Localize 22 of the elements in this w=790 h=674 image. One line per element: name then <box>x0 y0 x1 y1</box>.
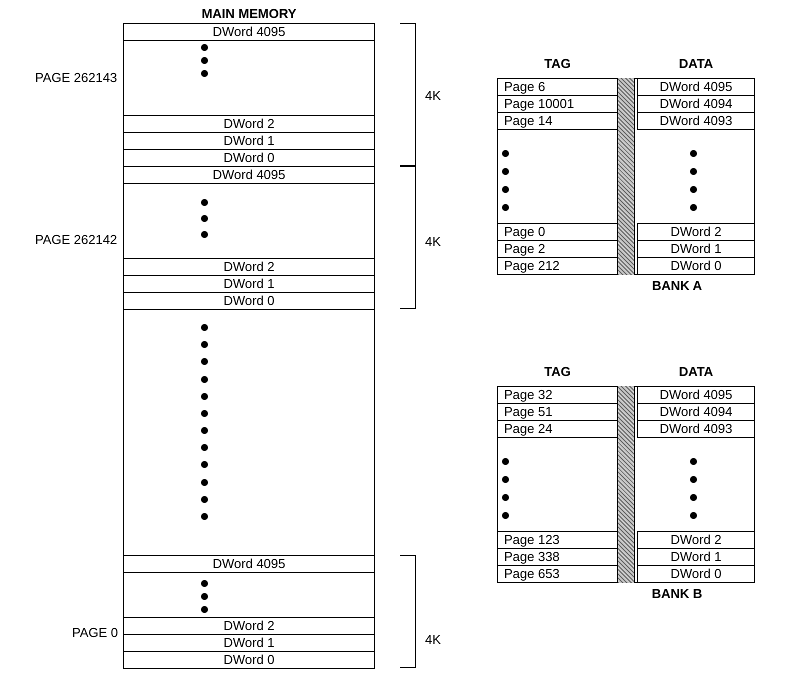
memory-cell: Page 123 <box>497 531 618 549</box>
column-header: TAG <box>543 364 572 380</box>
page-label: PAGE 0 <box>72 625 118 641</box>
valid-bit-column <box>617 78 635 275</box>
column-header: DATA <box>678 56 714 72</box>
size-label: 4K <box>425 632 441 648</box>
page-label: PAGE 262143 <box>35 70 118 86</box>
valid-bit-column <box>617 386 635 583</box>
memory-cell: DWord 4095 <box>123 555 375 573</box>
column-header: TAG <box>543 56 572 72</box>
memory-cell: DWord 2 <box>637 531 755 549</box>
column-header: DATA <box>678 364 714 380</box>
memory-title: MAIN MEMORY <box>200 6 298 22</box>
size-label: 4K <box>425 88 441 104</box>
bank-title: BANK B <box>650 586 704 602</box>
memory-cell: DWord 4093 <box>637 420 755 438</box>
memory-cell: DWord 2 <box>637 223 755 241</box>
size-label: 4K <box>425 234 441 250</box>
memory-cell: Page 0 <box>497 223 618 241</box>
bank-title: BANK A <box>650 278 704 294</box>
page-label: PAGE 262142 <box>35 232 118 248</box>
memory-cell: DWord 4093 <box>637 112 755 130</box>
